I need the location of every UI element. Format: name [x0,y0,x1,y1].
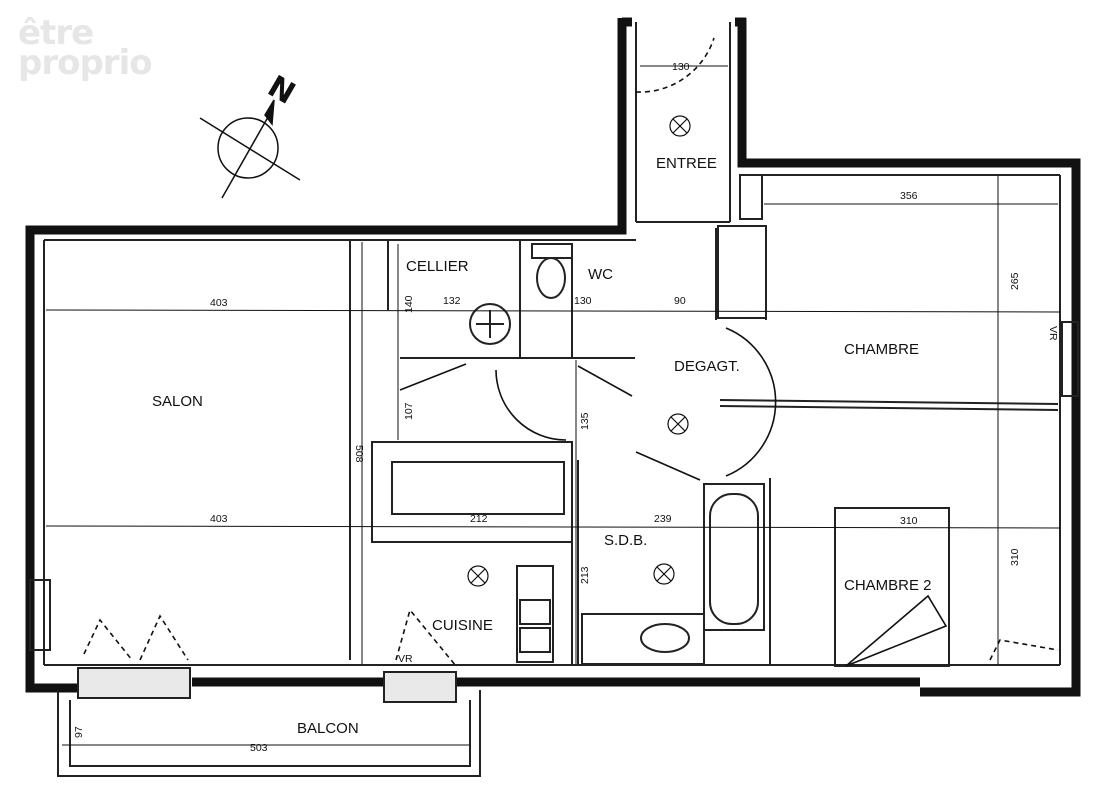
room-label-balcon: BALCON [297,720,359,737]
room-label-cellier: CELLIER [406,258,469,275]
compass-icon [199,99,301,199]
dim-cuisine-depth: 213 [579,566,591,584]
room-label-chambre2: CHAMBRE 2 [844,577,932,594]
dim-chambre2-width: 310 [900,515,918,527]
dim-degagt-width: 90 [674,295,686,307]
vr-marker-cuisine: VR [398,653,413,665]
dim-cellier-width: 132 [443,295,461,307]
room-label-degagt: DEGAGT. [674,358,740,375]
dim-balcon-depth: 97 [73,726,85,738]
vr-marker-chambre: VR [1047,326,1059,341]
dim-balcon-width: 503 [250,742,268,754]
room-label-cuisine: CUISINE [432,617,493,634]
dimension-lines [45,65,1061,746]
dim-chambre-depth: 265 [1009,272,1021,290]
room-label-salon: SALON [152,393,203,410]
dim-wc-width: 130 [574,295,592,307]
dim-entree-width: 130 [672,61,690,73]
watermark-line1: être [18,13,94,53]
dim-salon-width-bottom: 403 [210,513,228,525]
dim-passage-135: 135 [579,412,591,430]
watermark-logo: être proprio [18,13,153,83]
interior-walls [29,22,1079,777]
dim-salon-width-top: 403 [210,297,228,309]
exterior-walls [25,17,1081,697]
watermark-line2: proprio [18,43,153,83]
dim-sdb-width: 239 [654,513,672,525]
dim-chambre2-depth: 310 [1009,548,1021,566]
room-label-wc: WC [588,266,613,283]
dim-chambre-width: 356 [900,190,918,202]
dim-cuisine-width: 212 [470,513,488,525]
dim-passage-107: 107 [403,402,415,420]
door-swings [83,37,1059,667]
dim-salon-depth: 508 [353,445,365,463]
dim-cellier-depth: 140 [403,295,415,313]
compass-north-label: N [262,69,301,112]
room-label-sdb: S.D.B. [604,532,647,549]
room-label-entree: ENTREE [656,155,717,172]
light-fixtures [467,115,691,587]
room-label-chambre: CHAMBRE [844,341,919,358]
